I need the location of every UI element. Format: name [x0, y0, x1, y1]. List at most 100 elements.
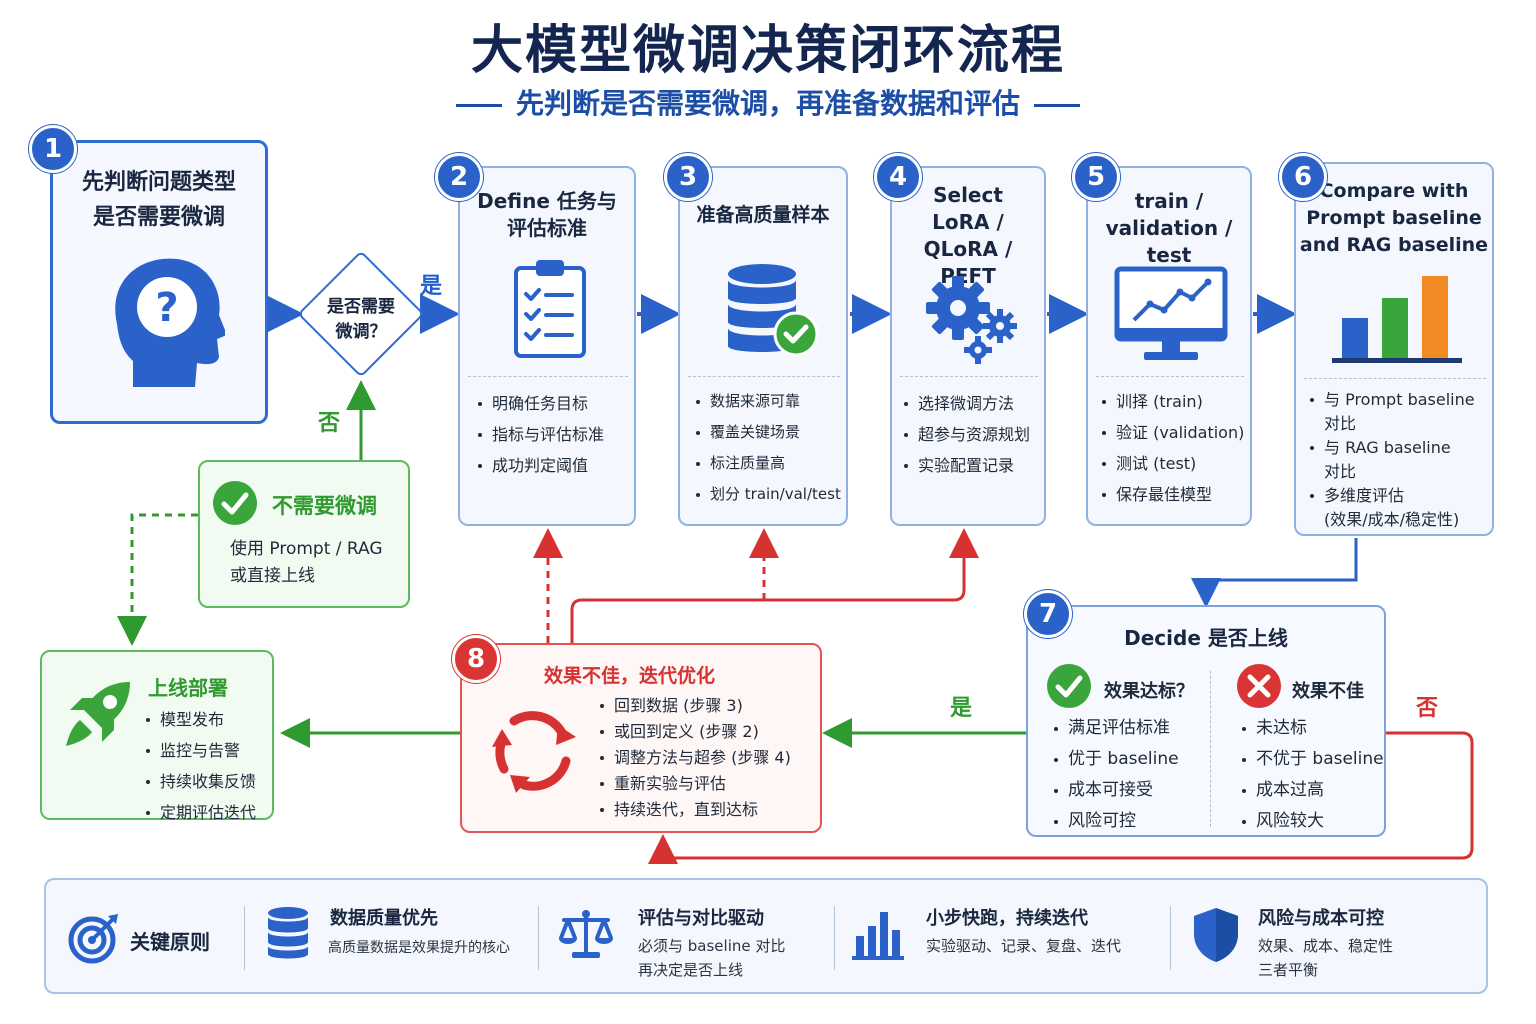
page-title: 大模型微调决策闭环流程 [470, 21, 1065, 81]
list-item: 指标与评估标准 [474, 419, 604, 450]
principle-desc: 必须与 baseline 对比 [638, 937, 786, 955]
list-item: 明确任务目标 [474, 388, 604, 419]
step1-title-line2: 是否需要微调 [92, 205, 225, 230]
step7-badge: 7 [1024, 590, 1072, 638]
list-item: 多维度评估 (效果/成本/稳定性) [1306, 484, 1475, 532]
step3-list: 数据来源可靠 覆盖关键场景 标注质量高 划分 train/val/test [692, 386, 841, 510]
step5-list: 训择 (train) 验证 (validation) 测试 (test) 保存最… [1098, 386, 1244, 510]
decision-line1: 是否需要 [327, 297, 395, 317]
database-icon [268, 907, 308, 959]
principles-separator [244, 906, 245, 970]
no-finetune-line1: 使用 Prompt / RAG [230, 539, 383, 559]
step5-title-line2: validation / test [1105, 216, 1233, 267]
list-item: 优于 baseline [1050, 744, 1179, 775]
monitor-chart-icon [1114, 266, 1228, 360]
list-item: 成本过高 [1238, 775, 1384, 806]
deploy-list: 模型发布 监控与告警 持续收集反馈 定期评估迭代 [142, 704, 256, 828]
deploy-card: 上线部署 模型发布 监控与告警 持续收集反馈 定期评估迭代 [40, 650, 274, 822]
step6-card: Compare with Prompt baseline and RAG bas… [1294, 162, 1494, 536]
list-item: 不优于 baseline [1238, 744, 1384, 775]
step1-card: 先判断问题类型 是否需要微调 ? [50, 140, 268, 424]
list-item: 持续收集反馈 [142, 766, 256, 797]
list-item: 保存最佳模型 [1098, 479, 1244, 510]
decision-no-label: 否 [318, 411, 341, 436]
step7-divider [1210, 671, 1211, 827]
step6-badge: 6 [1279, 153, 1327, 201]
step6-title-line2: Prompt baseline [1306, 207, 1482, 229]
step4-badge: 4 [874, 153, 922, 201]
list-item: 数据来源可靠 [692, 386, 841, 417]
list-item: 或回到定义 (步骤 2) [596, 719, 791, 745]
item-line2: 对比 [1324, 414, 1357, 433]
list-item: 成本可接受 [1050, 775, 1179, 806]
step7-no-label: 否 [1416, 696, 1439, 721]
step4-divider [900, 376, 1038, 377]
list-item: 重新实验与评估 [596, 771, 791, 797]
step6-title-line3: and RAG baseline [1299, 234, 1489, 256]
principle-desc: 再决定是否上线 [638, 961, 744, 979]
step7-title: Decide 是否上线 [1124, 626, 1288, 650]
item-line2: (效果/成本/稳定性) [1324, 510, 1460, 529]
step5-badge: 5 [1072, 153, 1120, 201]
step5-card: train / validation / test 训择 (train) 验证 … [1086, 166, 1252, 526]
step8-list: 回到数据 (步骤 3) 或回到定义 (步骤 2) 调整方法与超参 (步骤 4) … [596, 693, 791, 823]
decision-line2: 微调？ [335, 322, 387, 342]
step2-divider [468, 376, 628, 377]
list-item: 回到数据 (步骤 3) [596, 693, 791, 719]
list-item: 成功判定阈值 [474, 450, 604, 481]
no-finetune-desc: 使用 Prompt / RAG 或直接上线 [230, 536, 383, 590]
principle-title: 数据质量优先 [330, 908, 438, 929]
step7-pass-list: 满足评估标准 优于 baseline 成本可接受 风险可控 [1050, 713, 1179, 837]
principle-title: 风险与成本可控 [1258, 908, 1384, 929]
step8-card: 效果不佳，迭代优化 回到数据 (步骤 3) 或回到定义 (步骤 2) 调整方法与… [460, 643, 822, 833]
principles-panel: 关键原则 数据质量优先 高质量数据是效果提升的核心 评估与对比驱动 必须与 ba… [44, 878, 1488, 994]
refresh-cycle-icon [492, 711, 576, 793]
list-item: 与 Prompt baseline 对比 [1306, 388, 1475, 436]
principles-separator [538, 906, 539, 970]
target-icon [68, 914, 118, 964]
step3-card: 准备高质量样本 数据来源可靠 覆盖关键场景 标注质量高 划分 train/val… [678, 166, 848, 526]
decision-yes-label: 是 [420, 274, 443, 299]
database-check-icon [728, 264, 819, 357]
step3-divider [688, 376, 840, 377]
step4-title-line1: Select [933, 183, 1003, 207]
list-item: 标注质量高 [692, 448, 841, 479]
list-item: 覆盖关键场景 [692, 417, 841, 448]
bar-chart-icon [1332, 276, 1462, 363]
no-finetune-card: 不需要微调 使用 Prompt / RAG 或直接上线 [198, 460, 410, 608]
step4-title-line3: PEFT [940, 264, 996, 288]
list-item: 风险较大 [1238, 806, 1384, 837]
step2-badge: 2 [435, 153, 483, 201]
subtitle-text: 先判断是否需要微调，再准备数据和评估 [515, 87, 1020, 120]
check-circle-icon [1047, 664, 1091, 708]
list-item: 满足评估标准 [1050, 713, 1179, 744]
gears-icon [926, 276, 1017, 364]
principle-desc: 实验驱动、记录、复盘、迭代 [926, 937, 1122, 955]
list-item: 模型发布 [142, 704, 256, 735]
step6-divider [1304, 378, 1486, 379]
step4-card: Select LoRA / QLoRA / PEFT [890, 166, 1046, 526]
step3-title: 准备高质量样本 [696, 204, 830, 226]
list-item: 划分 train/val/test [692, 479, 841, 510]
item-line1: 多维度评估 [1324, 486, 1405, 505]
bars-icon [852, 912, 904, 960]
principles-separator [834, 906, 835, 970]
list-item: 测试 (test) [1098, 448, 1244, 479]
list-item: 选择微调方法 [900, 388, 1030, 419]
principle-desc: 高质量数据是效果提升的核心 [328, 940, 510, 956]
principle-desc: 三者平衡 [1258, 961, 1319, 979]
step8-title: 效果不佳，迭代优化 [544, 665, 716, 687]
item-line1: 与 Prompt baseline [1324, 390, 1475, 409]
step4-list: 选择微调方法 超参与资源规划 实验配置记录 [900, 388, 1030, 481]
step1-title-line1: 先判断问题类型 [81, 170, 236, 195]
step8-badge: 8 [452, 635, 500, 683]
decision-text: 是否需要 微调？ [301, 295, 421, 345]
x-circle-icon [1237, 664, 1281, 708]
principles-label: 关键原则 [130, 930, 210, 954]
list-item: 调整方法与超参 (步骤 4) [596, 745, 791, 771]
step7-fail-list: 未达标 不优于 baseline 成本过高 风险较大 [1238, 713, 1384, 837]
principle-desc: 效果、成本、稳定性 [1258, 937, 1394, 955]
step7-pass-title: 效果达标？ [1104, 681, 1194, 702]
